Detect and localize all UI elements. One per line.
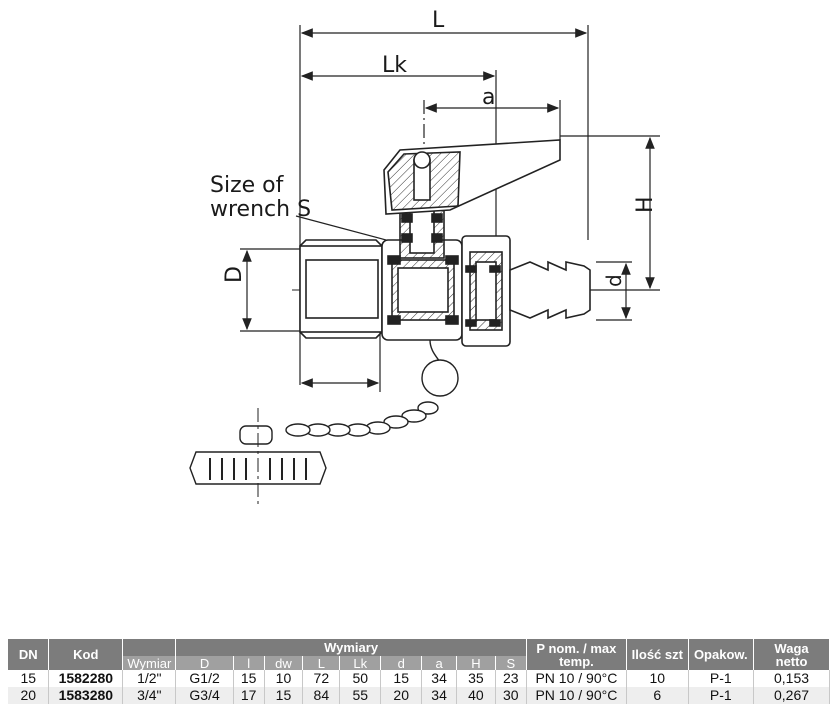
- cell-opakow: P-1: [688, 670, 755, 687]
- cell-wymiar: 3/4": [122, 687, 177, 704]
- header-kod: Kod: [48, 639, 124, 670]
- cell-a: 34: [421, 687, 457, 704]
- header-dw: dw: [264, 656, 304, 670]
- header-Lk: Lk: [339, 656, 382, 670]
- header-pnom-line2: temp.: [559, 653, 594, 669]
- cell-pnom: PN 10 / 90°C: [526, 670, 628, 687]
- dim-label-H: H: [633, 196, 658, 213]
- cell-S: 30: [495, 687, 527, 704]
- dim-label-L: L: [432, 8, 445, 33]
- wrench-label-line1: Size of: [210, 173, 285, 198]
- header-opakow: Opakow.: [688, 639, 755, 670]
- cell-wymiar: 1/2": [122, 670, 177, 687]
- cell-H: 40: [456, 687, 496, 704]
- cell-dw: 10: [264, 670, 304, 687]
- header-dn: DN: [8, 639, 50, 670]
- spec-table: DN Kod Wymiary P nom. / max temp. Ilość …: [8, 639, 830, 704]
- header-ilosc: Ilość szt: [626, 639, 689, 670]
- dimension-l: [300, 330, 381, 392]
- table-row: 15 1582280 1/2" G1/2 15 10 72 50 15 34 3…: [8, 670, 830, 687]
- cell-ilosc: 10: [626, 670, 689, 687]
- header-H: H: [456, 656, 496, 670]
- cell-Lk: 55: [339, 687, 382, 704]
- header-a: a: [421, 656, 457, 670]
- header-wymiar: Wymiar: [122, 656, 177, 670]
- cell-dn: 15: [8, 670, 50, 687]
- valve-technical-drawing: L Lk a H D dw d Size of w: [189, 8, 660, 505]
- cell-kod: 1583280: [48, 687, 124, 704]
- dim-label-d: d: [602, 274, 626, 287]
- cell-Lk: 50: [339, 670, 382, 687]
- cell-waga: 0,153: [753, 670, 830, 687]
- cell-waga: 0,267: [753, 687, 830, 704]
- wrench-leader-line: [295, 215, 387, 241]
- header-wymiary: Wymiary: [175, 639, 527, 656]
- wrench-label-line2: wrench S: [210, 197, 311, 222]
- header-S: S: [495, 656, 527, 670]
- header-l: l: [233, 656, 265, 670]
- header-pnom: P nom. / max temp.: [526, 639, 628, 670]
- header-waga-line1: Waga: [774, 640, 809, 656]
- cell-dn: 20: [8, 687, 50, 704]
- cell-D: G1/2: [175, 670, 234, 687]
- dim-label-a: a: [482, 85, 495, 110]
- dimension-D: [240, 248, 302, 332]
- cell-a: 34: [421, 670, 457, 687]
- cell-L: 72: [302, 670, 341, 687]
- valve-body: [299, 139, 591, 347]
- cell-kod: 1582280: [48, 670, 124, 687]
- cell-d: 15: [380, 670, 423, 687]
- header-d: d: [380, 656, 423, 670]
- cell-ilosc: 6: [626, 687, 689, 704]
- cell-d: 20: [380, 687, 423, 704]
- cell-D: G3/4: [175, 687, 234, 704]
- header-L: L: [302, 656, 341, 670]
- cell-dw: 15: [264, 687, 304, 704]
- dim-label-D: D: [222, 266, 247, 283]
- cell-H: 35: [456, 670, 496, 687]
- header-blank: [122, 639, 177, 656]
- header-D: D: [175, 656, 234, 670]
- cell-S: 23: [495, 670, 527, 687]
- dimension-d: [596, 261, 632, 321]
- table-row: 20 1583280 3/4" G3/4 17 15 84 55 20 34 4…: [8, 687, 830, 704]
- cell-l: 15: [233, 670, 265, 687]
- cell-L: 84: [302, 687, 341, 704]
- chain-and-cap: [189, 339, 459, 505]
- header-waga-line2: netto: [775, 653, 808, 669]
- cell-l: 17: [233, 687, 265, 704]
- header-waga: Waga netto: [753, 639, 830, 670]
- cell-pnom: PN 10 / 90°C: [526, 687, 628, 704]
- dim-label-Lk: Lk: [382, 53, 407, 78]
- cell-opakow: P-1: [688, 687, 755, 704]
- header-pnom-line1: P nom. / max: [536, 640, 617, 656]
